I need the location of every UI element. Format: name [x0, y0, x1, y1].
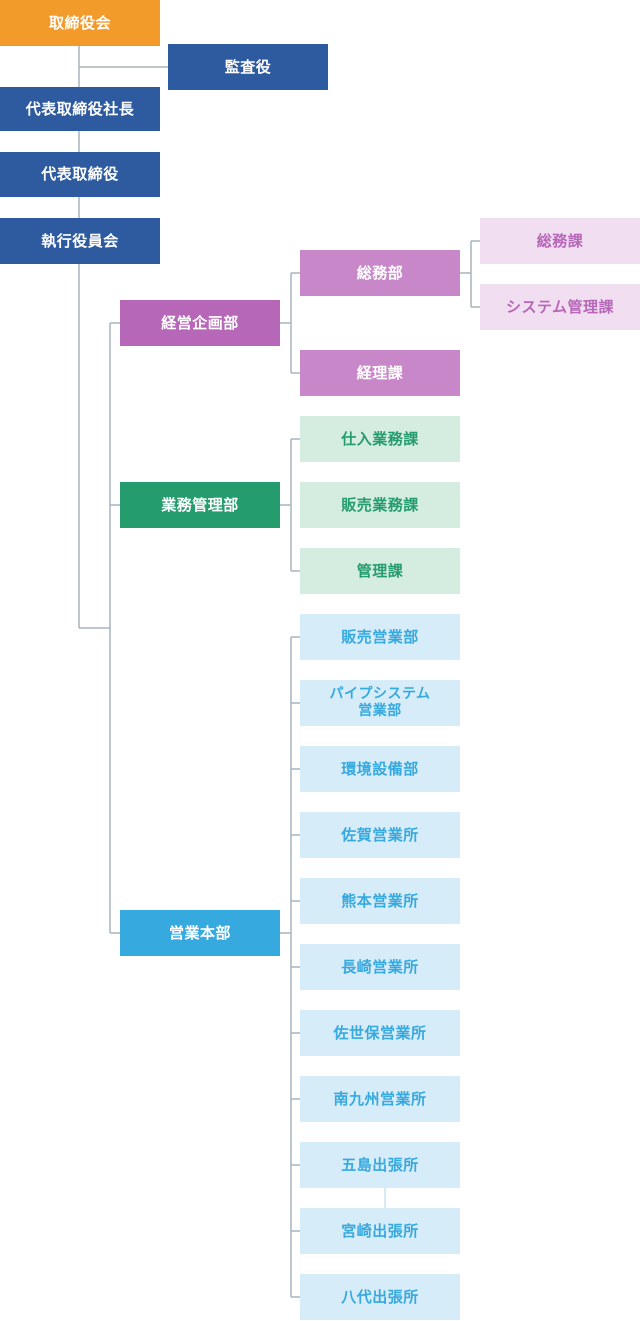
system-management-section: システム管理課 [480, 284, 640, 330]
management-section: 管理課 [300, 548, 460, 594]
sales-unit: 南九州営業所 [300, 1076, 460, 1122]
accounting-section: 経理課 [300, 350, 460, 396]
sales-unit: 八代出張所 [300, 1274, 460, 1320]
sales-unit: 宮崎出張所 [300, 1208, 460, 1254]
sales-unit: パイプシステム 営業部 [300, 680, 460, 726]
general-affairs-department: 総務部 [300, 250, 460, 296]
sales-unit: 長崎営業所 [300, 944, 460, 990]
planning-department: 経営企画部 [120, 300, 280, 346]
sales-unit: 五島出張所 [300, 1142, 460, 1188]
sales-unit: 佐賀営業所 [300, 812, 460, 858]
business-management-department: 業務管理部 [120, 482, 280, 528]
sales-headquarters: 営業本部 [120, 910, 280, 956]
board-of-directors: 取締役会 [0, 0, 160, 46]
sales-unit: 佐世保営業所 [300, 1010, 460, 1056]
executive-committee: 執行役員会 [0, 218, 160, 264]
sales-operations-section: 販売業務課 [300, 482, 460, 528]
representative-director: 代表取締役 [0, 152, 160, 197]
president: 代表取締役社長 [0, 87, 160, 131]
general-affairs-section: 総務課 [480, 218, 640, 264]
auditor: 監査役 [168, 44, 328, 90]
sales-unit: 販売営業部 [300, 614, 460, 660]
sales-unit: 環境設備部 [300, 746, 460, 792]
purchasing-section: 仕入業務課 [300, 416, 460, 462]
sales-unit: 熊本営業所 [300, 878, 460, 924]
